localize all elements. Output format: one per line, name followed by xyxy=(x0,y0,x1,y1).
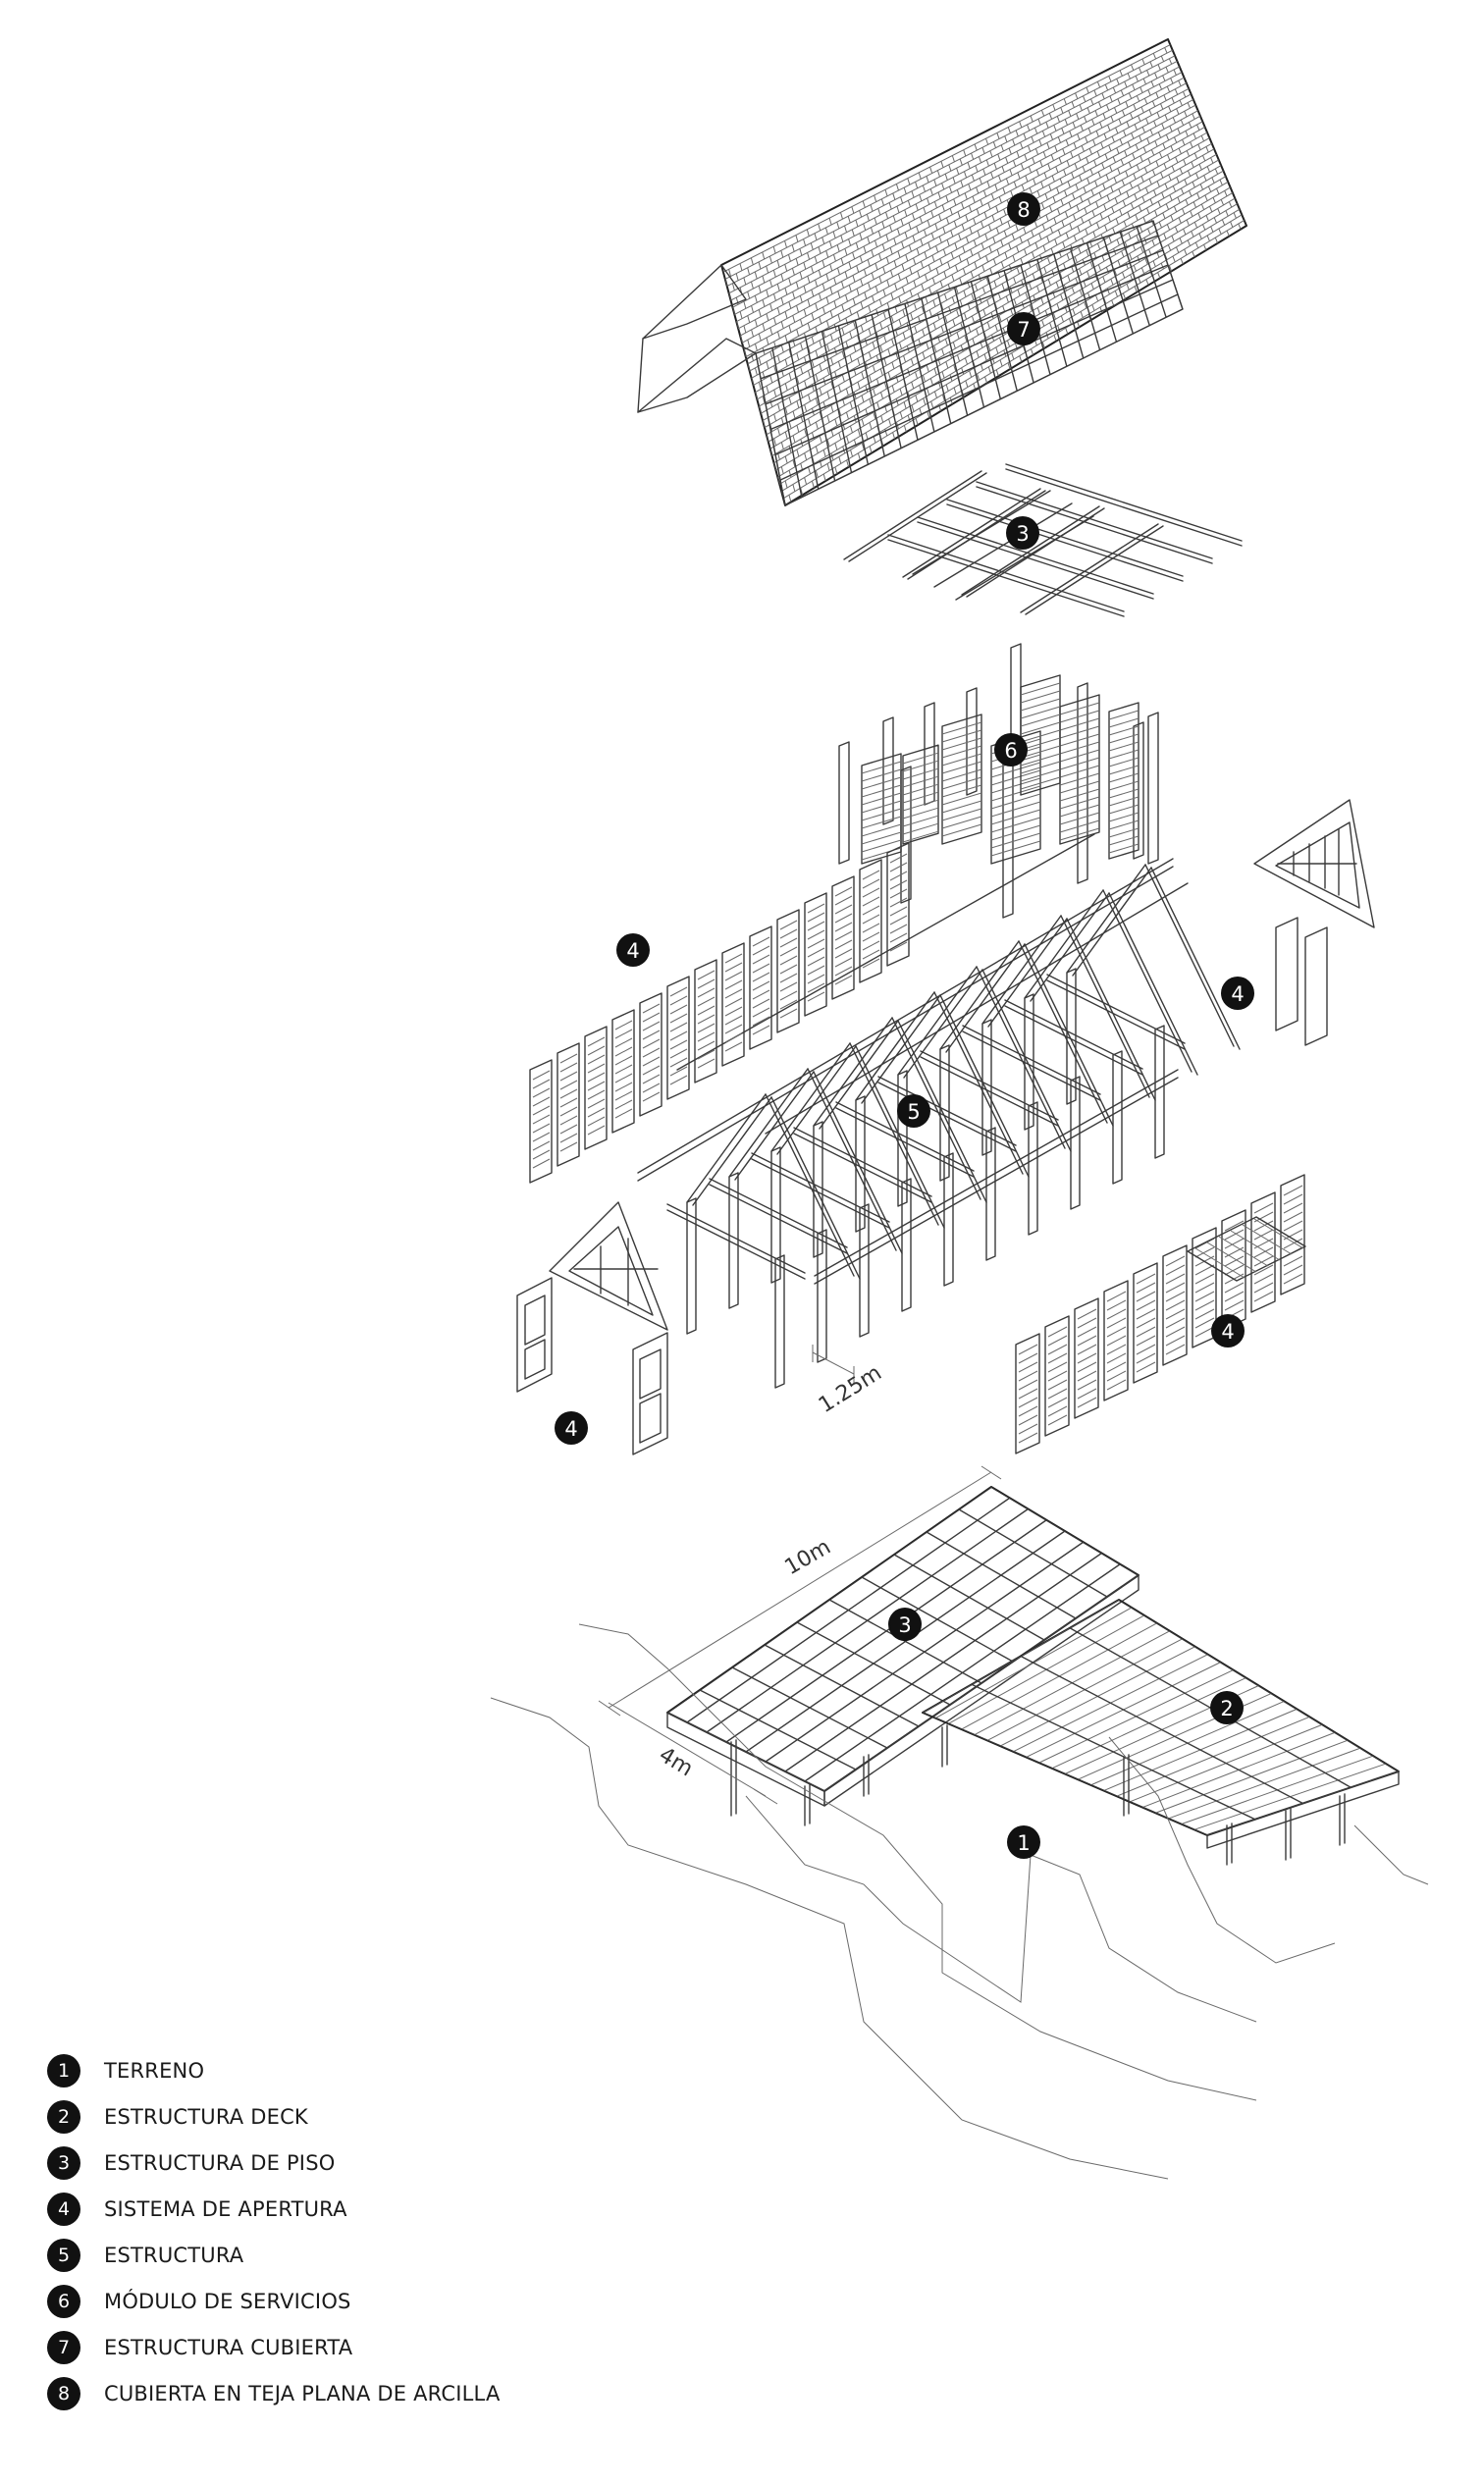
legend-number-badge: 4 xyxy=(47,2193,80,2226)
callout-number: 4 xyxy=(1221,1320,1234,1344)
callout-structure: 5 xyxy=(897,1094,930,1128)
callout-number: 4 xyxy=(564,1417,577,1441)
callout-number: 4 xyxy=(1231,982,1244,1006)
callout-number: 7 xyxy=(1017,318,1030,342)
callout-opening-right: 4 xyxy=(1221,977,1254,1010)
legend-number-badge: 6 xyxy=(47,2285,80,2318)
callout-terrain: 1 xyxy=(1007,1825,1040,1859)
callout-number: 6 xyxy=(1004,739,1017,763)
deck-structure xyxy=(730,1599,1400,1866)
legend-label: TERRENO xyxy=(104,2059,205,2083)
main-structure xyxy=(637,833,1241,1389)
legend-number-badge: 1 xyxy=(47,2054,80,2088)
legend-item-roof-structure: 7 ESTRUCTURA CUBIERTA xyxy=(47,2328,352,2367)
callout-number: 1 xyxy=(1017,1831,1030,1855)
legend-label: MÓDULO DE SERVICIOS xyxy=(104,2290,351,2313)
callout-service-module: 6 xyxy=(994,733,1028,766)
callout-opening-back: 4 xyxy=(616,933,650,967)
callout-roof-tiles: 8 xyxy=(1007,192,1040,226)
service-module xyxy=(838,643,1159,919)
callout-number: 3 xyxy=(1016,522,1029,546)
opening-system-right-gable xyxy=(1253,799,1375,1046)
callout-number: 3 xyxy=(898,1613,911,1637)
legend-label: CUBIERTA EN TEJA PLANA DE ARCILLA xyxy=(104,2382,501,2405)
legend-item-clay-tile-roof: 8 CUBIERTA EN TEJA PLANA DE ARCILLA xyxy=(47,2374,501,2413)
callout-number: 5 xyxy=(907,1100,920,1124)
floor-structure-upper xyxy=(843,463,1243,617)
legend-number-badge: 3 xyxy=(47,2146,80,2180)
legend-item-opening-system: 4 SISTEMA DE APERTURA xyxy=(47,2190,347,2229)
callout-deck: 2 xyxy=(1210,1691,1244,1724)
callout-number: 8 xyxy=(1017,198,1030,222)
legend-label: ESTRUCTURA CUBIERTA xyxy=(104,2336,353,2359)
callout-floor-upper: 3 xyxy=(1006,516,1039,550)
callout-floor-lower: 3 xyxy=(888,1608,922,1641)
legend-item-floor-structure: 3 ESTRUCTURA DE PISO xyxy=(47,2143,335,2183)
callout-number: 4 xyxy=(626,939,639,963)
callout-roof-structure: 7 xyxy=(1007,312,1040,345)
terrain-lines xyxy=(490,1623,1429,2180)
legend-label: ESTRUCTURA DE PISO xyxy=(104,2151,336,2175)
legend-label: ESTRUCTURA DECK xyxy=(104,2105,308,2129)
legend-label: SISTEMA DE APERTURA xyxy=(104,2197,347,2221)
legend-label: ESTRUCTURA xyxy=(104,2244,244,2267)
legend-item-deck-structure: 2 ESTRUCTURA DECK xyxy=(47,2097,308,2137)
legend-item-structure: 5 ESTRUCTURA xyxy=(47,2236,243,2275)
callout-number: 2 xyxy=(1220,1697,1233,1720)
callout-opening-front: 4 xyxy=(1211,1314,1245,1348)
dimension-label-bay: 1.25m xyxy=(815,1361,886,1419)
dimension-label-width: 4m xyxy=(655,1743,697,1782)
opening-system-left-gable xyxy=(516,1201,668,1455)
legend-number-badge: 2 xyxy=(47,2100,80,2134)
legend-item-service-module: 6 MÓDULO DE SERVICIOS xyxy=(47,2282,351,2321)
legend-item-terrain: 1 TERRENO xyxy=(47,2051,204,2090)
opening-system-front-wall xyxy=(1015,1174,1306,1454)
dimension-lines: 10m 4m 1.25m xyxy=(598,1345,1002,1805)
legend-number-badge: 7 xyxy=(47,2331,80,2364)
roof-assembly xyxy=(637,38,1247,506)
legend-number-badge: 5 xyxy=(47,2239,80,2272)
opening-system-back-wall xyxy=(529,842,910,1184)
lower-floor-structure xyxy=(666,1486,1140,1807)
callout-opening-left: 4 xyxy=(555,1411,588,1445)
legend-number-badge: 8 xyxy=(47,2377,80,2410)
